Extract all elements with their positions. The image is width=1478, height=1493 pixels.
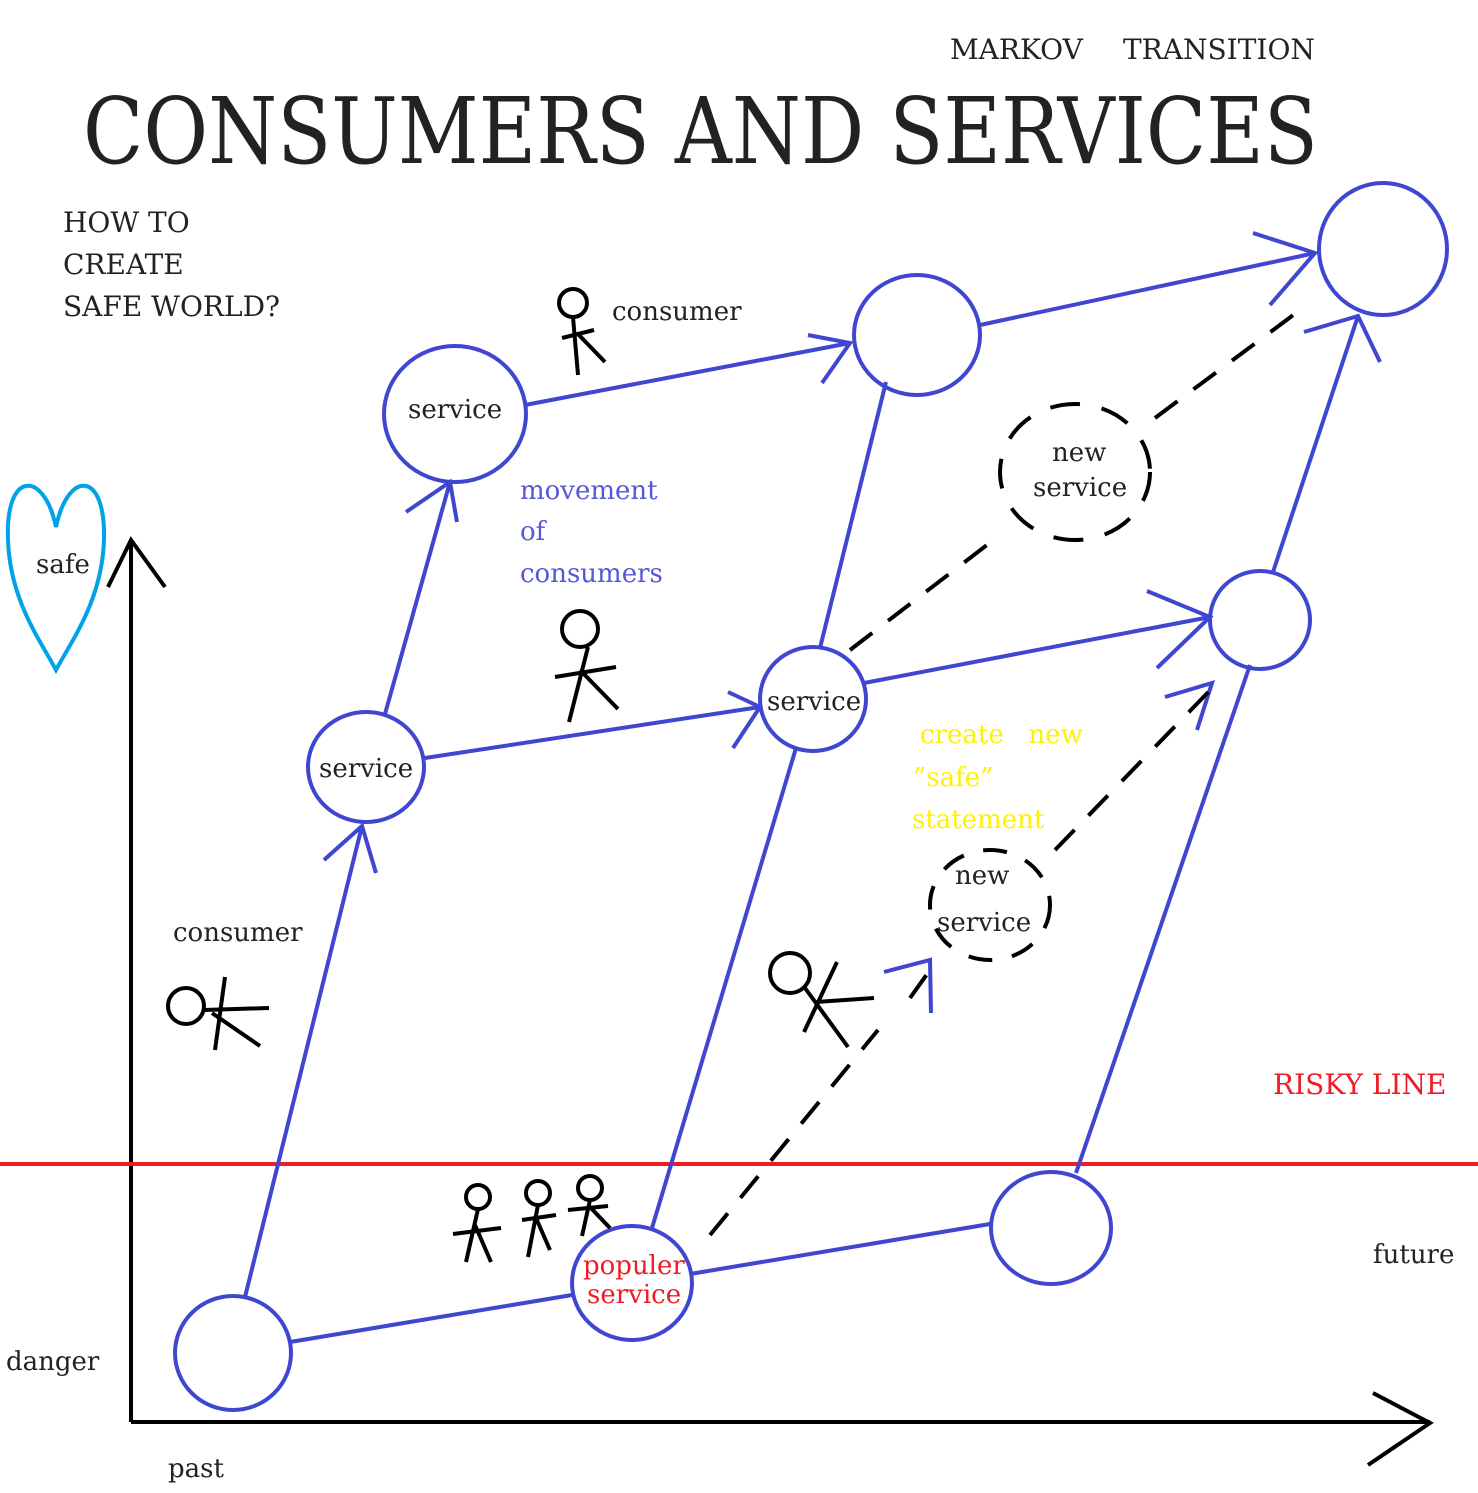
x-axis: [131, 1391, 1434, 1467]
popular-service-label-1: populer: [583, 1251, 685, 1281]
service-node-left: [306, 710, 426, 824]
origin-node: [173, 1294, 293, 1412]
new-service-top-label-1: new: [1052, 438, 1106, 468]
service-node-mid: [758, 645, 868, 753]
subtitle-transition: TRANSITION: [1123, 33, 1315, 66]
page-title: CONSUMERS AND SERVICES: [83, 78, 1318, 185]
popular-service-label-2: service: [587, 1280, 681, 1310]
question-line-1: HOW TO: [63, 206, 190, 239]
create-label-1: create new: [920, 720, 1083, 750]
future-node-low: [989, 1170, 1113, 1286]
heart-icon: [5, 483, 107, 675]
axis-label-past: past: [168, 1454, 224, 1484]
service-left-label: service: [319, 754, 413, 784]
movement-label-2: of: [520, 517, 548, 547]
subtitle-markov: MARKOV: [950, 33, 1084, 66]
service-node-top: [382, 344, 528, 484]
y-axis: [106, 536, 167, 1422]
stick-figure-icon: [554, 609, 620, 723]
dashed-new-transitions: [708, 308, 1302, 1237]
new-service-low-label-2: service: [937, 908, 1031, 938]
risky-line-label: RISKY LINE: [1273, 1068, 1446, 1101]
popular-service-node: [570, 1224, 694, 1342]
stick-figure-icon: [567, 1174, 612, 1237]
movement-label-1: movement: [520, 476, 658, 506]
transition-edges: [243, 231, 1382, 1344]
consumer-label-left: consumer: [173, 918, 303, 948]
stick-figure-icon: [166, 976, 270, 1051]
question-line-2: CREATE: [63, 248, 184, 281]
node-top-mid: [852, 273, 982, 397]
new-service-top-node: [998, 402, 1152, 542]
stick-figure-icon: [452, 1183, 502, 1263]
future-node-top: [1317, 181, 1449, 317]
consumer-label-top: consumer: [612, 297, 742, 327]
new-service-low-label-1: new: [955, 861, 1009, 891]
axis-label-safe: safe: [36, 550, 90, 580]
movement-label-3: consumers: [520, 559, 663, 589]
create-label-3: statement: [912, 805, 1045, 835]
service-mid-label: service: [767, 687, 861, 717]
stick-figure-icon: [768, 951, 875, 1049]
axis-label-future: future: [1373, 1240, 1454, 1270]
axis-label-danger: danger: [6, 1347, 100, 1377]
question-line-3: SAFE WORLD?: [63, 290, 280, 323]
stick-figure-icon: [521, 1179, 557, 1258]
service-top-label: service: [408, 395, 502, 425]
new-service-top-label-2: service: [1033, 473, 1127, 503]
create-label-2: ”safe”: [913, 763, 993, 793]
new-service-low-node: [928, 848, 1052, 962]
future-node-mid: [1208, 569, 1312, 671]
stick-figure-icon: [557, 287, 607, 376]
